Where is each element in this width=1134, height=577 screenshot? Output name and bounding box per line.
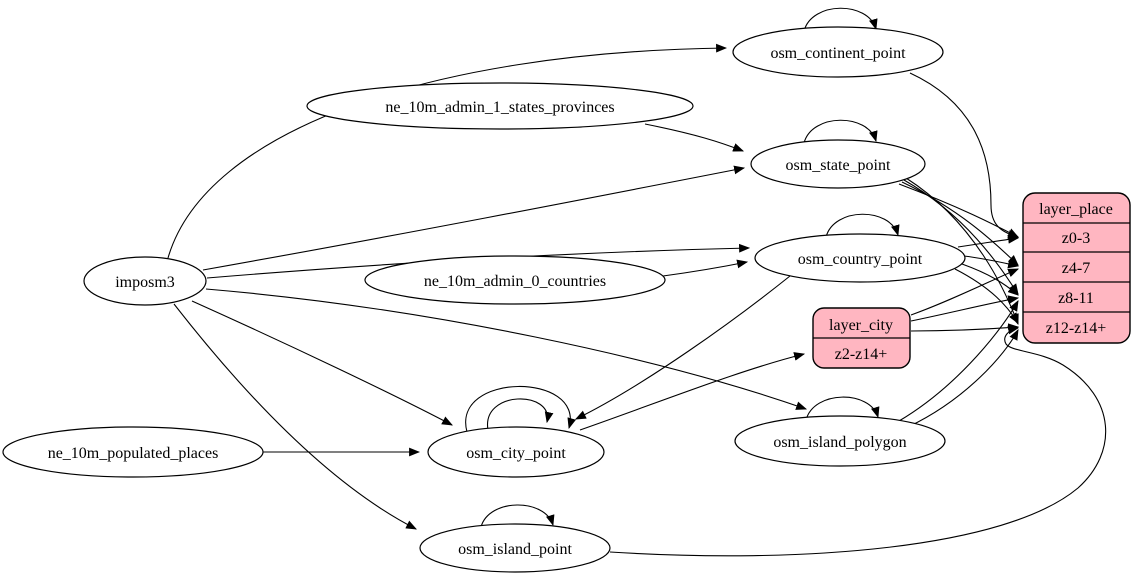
layer-place-row-z12-z14: z12-z14+ [1046,320,1107,337]
edge-ne-admin0-to-osm-country-point [662,259,749,277]
node-layer-place: layer_place z0-3 z4-7 z8-11 z12-z14+ [1022,192,1131,344]
node-osm-city-point: osm_city_point [427,426,605,478]
ne-admin0-label: ne_10m_admin_0_countries [424,273,606,290]
node-ne-admin1: ne_10m_admin_1_states_provinces [306,82,694,130]
self-loop-inner-osm-city-point [487,398,554,431]
edge-osm-country-point-to-layer-place-z0-3 [957,234,1020,248]
self-loop-osm-island-point [480,504,555,528]
osm-continent-point-ellipse [732,26,944,78]
edge-osm-state-point-to-layer-place-z4-7 [901,181,1019,266]
edge-osm-island-polygon-to-layer-place-z12-z14 [907,329,1019,428]
edge-osm-country-point-to-layer-place-z4-7 [963,255,1020,269]
osm-island-point-ellipse [419,523,611,573]
node-layer-city: layer_city z2-z14+ [812,307,911,369]
osm-country-point-label: osm_country_point [798,251,923,268]
node-osm-island-point: osm_island_point [419,523,611,573]
edge-imposm3-to-osm-island-point [173,303,417,530]
node-osm-island-polygon: osm_island_polygon [734,415,946,467]
ne-admin1-ellipse [306,82,694,130]
ne-admin0-ellipse [364,255,666,305]
layer-place-row-z8-11: z8-11 [1058,290,1094,307]
self-loop-osm-country-point [825,213,900,238]
osm-island-polygon-label: osm_island_polygon [773,434,906,451]
self-loop-osm-state-point [803,119,878,144]
edge-osm-island-point-to-layer-place-z12-z14 [609,325,1107,557]
layer-place-title: layer_place [1039,201,1113,218]
edge-osm-island-polygon-to-layer-place-z8-11 [898,300,1019,422]
edge-layer-city-to-layer-place-z8-11 [910,295,1020,322]
node-osm-country-point: osm_country_point [754,233,966,283]
edge-osm-country-point-to-osm-city-point [575,275,791,420]
osm-city-point-label: osm_city_point [466,445,566,462]
edge-layer-city-to-layer-place-z12-z14 [910,323,1020,333]
node-osm-continent-point: osm_continent_point [732,26,944,78]
layer-city-title: layer_city [829,317,893,334]
edge-imposm3-to-osm-island-polygon [205,288,808,410]
edge-osm-state-point-to-layer-place-z8-11 [903,179,1019,295]
edge-osm-country-point-to-layer-place-z12-z14 [954,268,1019,324]
edge-imposm3-to-osm-state-point [202,165,746,271]
imposm3-ellipse [83,256,207,306]
ne-admin1-label: ne_10m_admin_1_states_provinces [385,99,614,116]
osm-state-point-label: osm_state_point [786,157,891,174]
edge-imposm3-to-osm-continent-point [167,43,728,259]
node-imposm3: imposm3 [83,256,207,306]
edge-osm-city-point-to-layer-city [579,352,806,431]
edge-layer-city-to-layer-place-z4-7 [910,268,1020,316]
osm-island-polygon-ellipse [734,415,946,467]
edge-ne-admin1-to-osm-state-point [644,123,745,152]
layer-place-row-z4-7: z4-7 [1062,260,1090,277]
layer-place-box [1022,192,1131,344]
ne-places-ellipse [2,426,264,478]
osm-island-point-label: osm_island_point [458,541,572,558]
osm-state-point-ellipse [750,139,926,189]
node-ne-places: ne_10m_populated_places [2,426,264,478]
edge-osm-continent-point-to-layer-place-z0-3 [909,72,1020,239]
osm-city-point-ellipse [427,426,605,478]
ne-places-label: ne_10m_populated_places [48,445,219,462]
imposm3-label: imposm3 [115,274,175,291]
osm-continent-point-label: osm_continent_point [770,45,906,62]
self-loop-outer-osm-city-point [465,385,576,433]
self-loop-osm-continent-point [803,7,878,32]
node-osm-state-point: osm_state_point [750,139,926,189]
edge-group [167,7,1107,557]
edge-imposm3-to-osm-city-point [191,300,453,426]
self-loop-osm-island-polygon [805,396,880,421]
node-ne-admin0: ne_10m_admin_0_countries [364,255,666,305]
layer-city-row-z2-z14: z2-z14+ [835,346,888,363]
osm-country-point-ellipse [754,233,966,283]
layer-place-row-z0-3: z0-3 [1062,230,1090,247]
